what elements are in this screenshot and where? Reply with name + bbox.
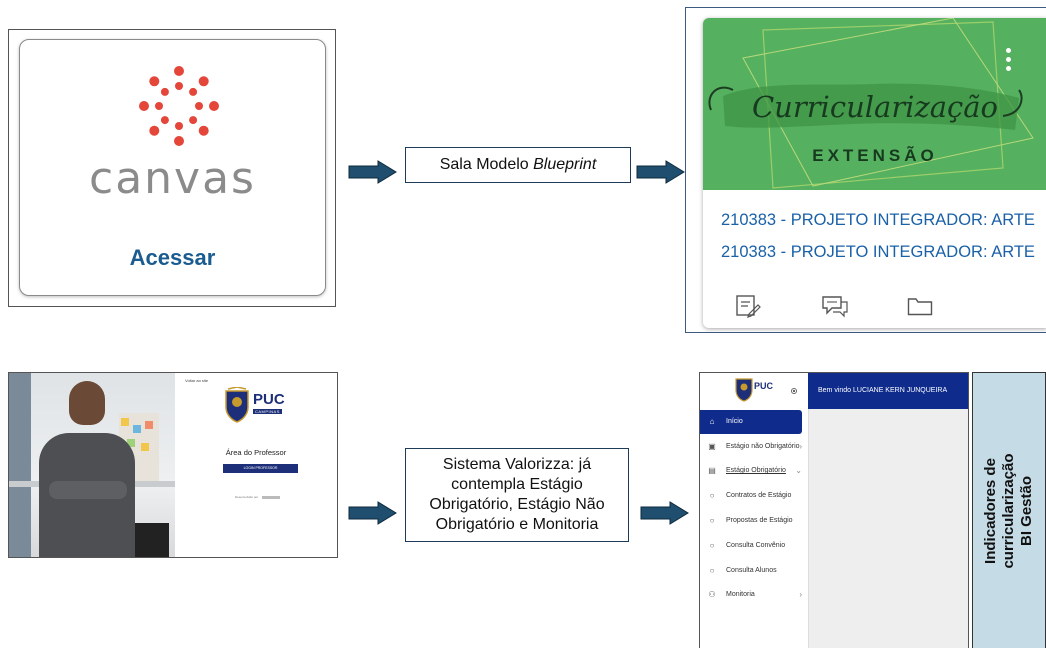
canvas-logo-icon bbox=[139, 66, 219, 146]
sidebar-item-label: Monitoria bbox=[726, 591, 755, 598]
sidebar-item-label: Estágio Obrigatório bbox=[726, 467, 786, 474]
sidebar-item-inicio[interactable]: ⌂ Início bbox=[700, 410, 802, 434]
sidebar-toggle-icon[interactable] bbox=[791, 388, 797, 394]
course-link[interactable]: 210383 - PROJETO INTEGRADOR: ARTE bbox=[721, 211, 1035, 229]
chevron-down-icon: ⌄ bbox=[795, 466, 802, 475]
arrow-right-icon bbox=[636, 160, 685, 184]
sidebar-item-contratos[interactable]: ○ Contratos de Estágio bbox=[700, 484, 808, 508]
step-label-valorizza: Sistema Valorizza: já contempla Estágio … bbox=[405, 448, 629, 542]
teacher-photo bbox=[9, 373, 175, 557]
sidebar-item-alunos[interactable]: ○ Consulta Alunos bbox=[700, 559, 808, 583]
assignments-icon[interactable] bbox=[735, 294, 761, 318]
login-footer: Desenvolvido por bbox=[235, 495, 281, 499]
card-options-icon[interactable] bbox=[1006, 48, 1012, 71]
back-link[interactable]: Voltar ao site bbox=[185, 378, 209, 383]
sidebar-item-label: Contratos de Estágio bbox=[726, 492, 792, 499]
files-icon[interactable] bbox=[907, 296, 933, 316]
circle-icon: ○ bbox=[709, 541, 715, 550]
step-label-text: Sistema Valorizza: já contempla Estágio … bbox=[429, 456, 605, 533]
arrow-right-icon bbox=[348, 501, 397, 525]
sidebar-item-label: Estágio não Obrigatório bbox=[726, 443, 800, 450]
arrow-right-icon bbox=[640, 501, 689, 525]
circle-icon: ○ bbox=[709, 516, 715, 525]
sidebar-item-label: Consulta Convênio bbox=[726, 542, 786, 549]
document-icon: ▤ bbox=[708, 466, 716, 475]
login-heading: Área do Professor bbox=[225, 448, 287, 457]
valorizza-sidebar: PUC ⌂ Início ▣ Estágio não Obrigatório ›… bbox=[700, 373, 809, 648]
chevron-right-icon: › bbox=[799, 442, 802, 451]
canvas-panel: canvas Acessar bbox=[8, 29, 336, 307]
puc-logo-text: PUC bbox=[253, 391, 285, 408]
valorizza-header: Bem vindo LUCIANE KERN JUNQUEIRA bbox=[808, 373, 968, 409]
developer-logo-icon bbox=[262, 495, 281, 499]
discussions-icon[interactable] bbox=[821, 294, 849, 318]
sidebar-item-estagio-obrigatorio[interactable]: ▤ Estágio Obrigatório ⌄ bbox=[700, 459, 808, 483]
sidebar-item-label: Início bbox=[726, 418, 743, 425]
bi-label-line: Indicadores de bbox=[982, 457, 999, 564]
course-card[interactable]: Curricularização EXTENSÃO 210383 - PROJE… bbox=[703, 18, 1046, 328]
access-link[interactable]: Acessar bbox=[129, 245, 216, 270]
circle-icon: ○ bbox=[709, 491, 715, 500]
bi-label-line: curricularização bbox=[1000, 452, 1017, 569]
footer-text: Desenvolvido por bbox=[235, 495, 259, 499]
badge-icon: ▣ bbox=[708, 442, 716, 451]
sidebar-item-label: Propostas de Estágio bbox=[726, 517, 793, 524]
bi-label-line: BI Gestão bbox=[1018, 475, 1035, 546]
chevron-right-icon: › bbox=[799, 590, 802, 599]
welcome-text: Bem vindo LUCIANE KERN JUNQUEIRA bbox=[818, 387, 948, 394]
login-button[interactable]: LOGIN PROFESSOR bbox=[223, 464, 298, 473]
sidebar-item-propostas[interactable]: ○ Propostas de Estágio bbox=[700, 509, 808, 533]
sidebar-item-label: Consulta Alunos bbox=[726, 567, 777, 574]
course-link[interactable]: 210383 - PROJETO INTEGRADOR: ARTE bbox=[721, 243, 1035, 261]
valorizza-screenshot: PUC ⌂ Início ▣ Estágio não Obrigatório ›… bbox=[699, 372, 969, 648]
sidebar-item-monitoria[interactable]: ⚇ Monitoria › bbox=[700, 583, 808, 607]
puc-crest-icon bbox=[225, 387, 249, 423]
sidebar-item-convenio[interactable]: ○ Consulta Convênio bbox=[700, 534, 808, 558]
arrow-right-icon bbox=[348, 160, 397, 184]
puc-login-screenshot: Voltar ao site PUC CAMPINAS Área do Prof… bbox=[8, 372, 338, 558]
bi-indicators-box: Indicadores de curricularização BI Gestã… bbox=[972, 372, 1046, 648]
puc-crest-icon bbox=[735, 378, 753, 402]
bi-label: Indicadores de curricularização BI Gestã… bbox=[982, 381, 1036, 641]
step-label-text: Sala Modelo bbox=[439, 156, 534, 173]
banner-decoration-icon bbox=[708, 18, 1034, 189]
course-card-panel: Curricularização EXTENSÃO 210383 - PROJE… bbox=[685, 7, 1046, 333]
valorizza-logo-text: PUC bbox=[754, 381, 774, 391]
sidebar-item-estagio-nao-obrigatorio[interactable]: ▣ Estágio não Obrigatório › bbox=[700, 435, 808, 459]
banner-subtitle: EXTENSÃO bbox=[812, 146, 938, 165]
home-icon: ⌂ bbox=[709, 417, 715, 426]
circle-icon: ○ bbox=[709, 566, 715, 575]
canvas-wordmark: canvas bbox=[89, 153, 256, 204]
canvas-login-card[interactable]: canvas Acessar bbox=[19, 39, 326, 296]
people-icon: ⚇ bbox=[708, 590, 716, 599]
course-banner: Curricularização EXTENSÃO bbox=[703, 18, 1046, 190]
banner-title: Curricularização bbox=[751, 90, 999, 124]
step-label-emphasis: Blueprint bbox=[533, 156, 597, 173]
step-label-blueprint: Sala Modelo Blueprint bbox=[405, 147, 631, 183]
puc-logo-subtext: CAMPINAS bbox=[253, 409, 282, 414]
